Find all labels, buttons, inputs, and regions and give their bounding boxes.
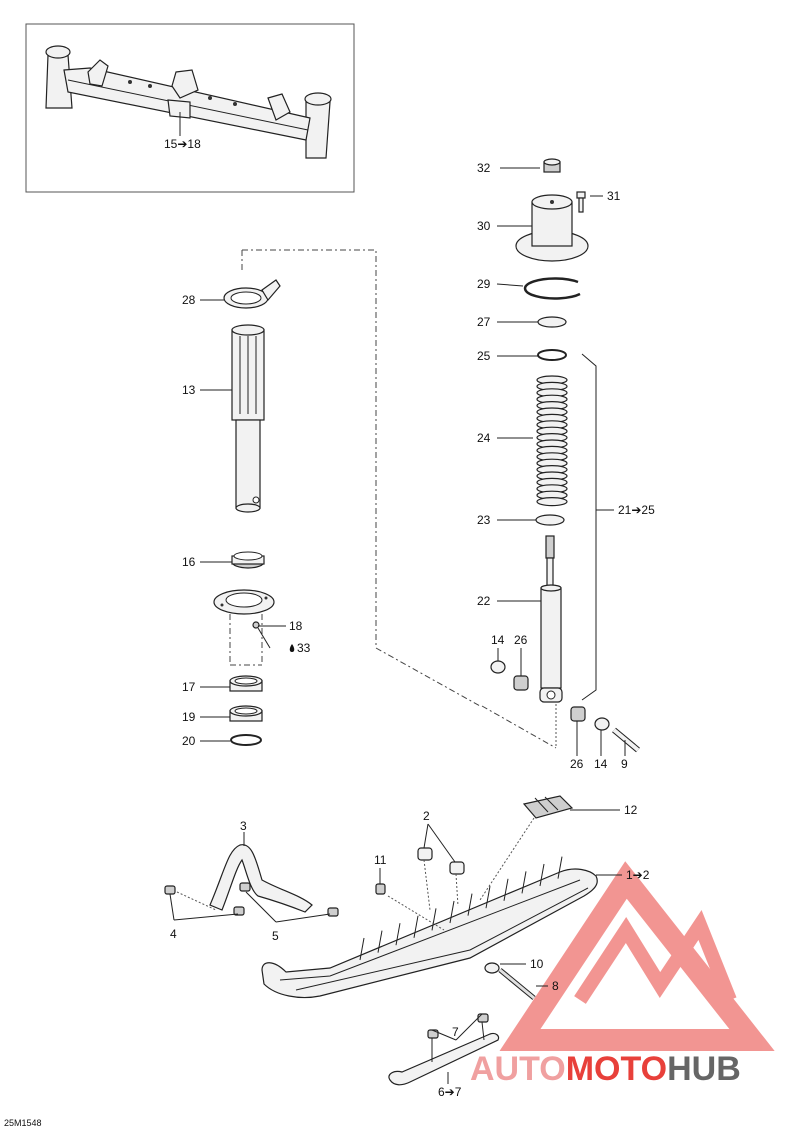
callout-14-bottom: 14: [594, 757, 608, 771]
callout-26-top: 26: [514, 633, 528, 647]
watermark-text: AUTOMOTOHUB: [470, 1050, 741, 1088]
part-2-bushing-b: [449, 861, 465, 875]
callout-23: 23: [477, 513, 491, 527]
callout-labels: 32 31 30 29 27 25 24 23 22 21➔25 28 13 1…: [170, 161, 655, 1099]
callout-9: 9: [621, 757, 628, 771]
grease-drop-icon: [289, 644, 295, 652]
part-28-ring: [223, 279, 281, 309]
callout-27: 27: [477, 315, 491, 329]
part-24-spring: [536, 375, 568, 507]
callout-16: 16: [182, 555, 196, 569]
part-20-circlip: [230, 734, 262, 746]
part-25-clip: [537, 349, 567, 361]
callout-33: 33: [297, 641, 311, 655]
callout-3: 3: [240, 819, 247, 833]
part-9-pin: [612, 727, 640, 753]
callout-26-bottom: 26: [570, 757, 584, 771]
part-31-bolt: [576, 191, 586, 213]
part-30-mount: [515, 194, 589, 262]
callout-11: 11: [374, 853, 387, 867]
part-16-bushing: [231, 551, 265, 569]
part-3-handle: [209, 844, 313, 913]
callout-5: 5: [272, 929, 279, 943]
part-1-ski: [261, 856, 598, 999]
part-14-washer-left: [490, 660, 506, 674]
part-5-screw-b: [327, 907, 339, 917]
part-13-spindle: [231, 324, 265, 513]
callout-21-25: 21➔25: [618, 503, 655, 517]
callout-1-2: 1➔2: [626, 868, 650, 882]
inset-callout-label: 15➔18: [164, 137, 201, 151]
part-18-fitting: [252, 621, 260, 629]
callout-8: 8: [552, 979, 559, 993]
watermark-part2: MOTO: [566, 1050, 667, 1088]
part-8-bolt: [498, 968, 536, 1000]
inset-frame-box: [25, 23, 355, 193]
part-4-screw-b: [233, 906, 245, 916]
callout-25: 25: [477, 349, 491, 363]
callout-18: 18: [289, 619, 303, 633]
part-22-shock: [539, 535, 563, 703]
part-23-washer: [535, 514, 565, 526]
callout-31: 31: [607, 189, 621, 203]
callout-30: 30: [477, 219, 491, 233]
callout-28: 28: [182, 293, 196, 307]
part-12-pad: [522, 795, 574, 819]
callout-7: 7: [452, 1025, 459, 1039]
callout-13: 13: [182, 383, 196, 397]
part-5-screw-a: [239, 882, 251, 892]
callout-29: 29: [477, 277, 491, 291]
callout-20: 20: [182, 734, 196, 748]
callout-2: 2: [423, 809, 430, 823]
part-26-nut-left: [513, 675, 529, 691]
callout-6-7: 6➔7: [438, 1085, 462, 1099]
part-11-bolt: [375, 883, 386, 895]
part-housing-plate: [213, 589, 275, 615]
part-27-cup: [537, 316, 567, 328]
leader-lines: [169, 167, 626, 1084]
callout-10: 10: [530, 957, 544, 971]
watermark-part3: HUB: [667, 1050, 741, 1088]
callout-12: 12: [624, 803, 638, 817]
callout-24: 24: [477, 431, 491, 445]
callout-32: 32: [477, 161, 491, 175]
part-14-washer-right: [594, 717, 610, 731]
callout-22: 22: [477, 594, 491, 608]
part-29-cring: [523, 277, 581, 300]
callout-19: 19: [182, 710, 196, 724]
part-17-bushing: [229, 675, 263, 692]
part-4-screw-a: [164, 885, 176, 895]
part-26-nut-right: [570, 706, 586, 722]
watermark-part1: AUTO: [470, 1050, 566, 1088]
part-19-bushing: [229, 705, 263, 722]
drawing-code: 25M1548: [4, 1118, 42, 1128]
callout-14-top: 14: [491, 633, 505, 647]
watermark-logo: [499, 861, 775, 1051]
part-2-bushing-a: [417, 847, 433, 861]
callout-4: 4: [170, 927, 177, 941]
callout-17: 17: [182, 680, 196, 694]
part-10-washer: [484, 962, 500, 974]
part-32-nut: [543, 158, 561, 173]
